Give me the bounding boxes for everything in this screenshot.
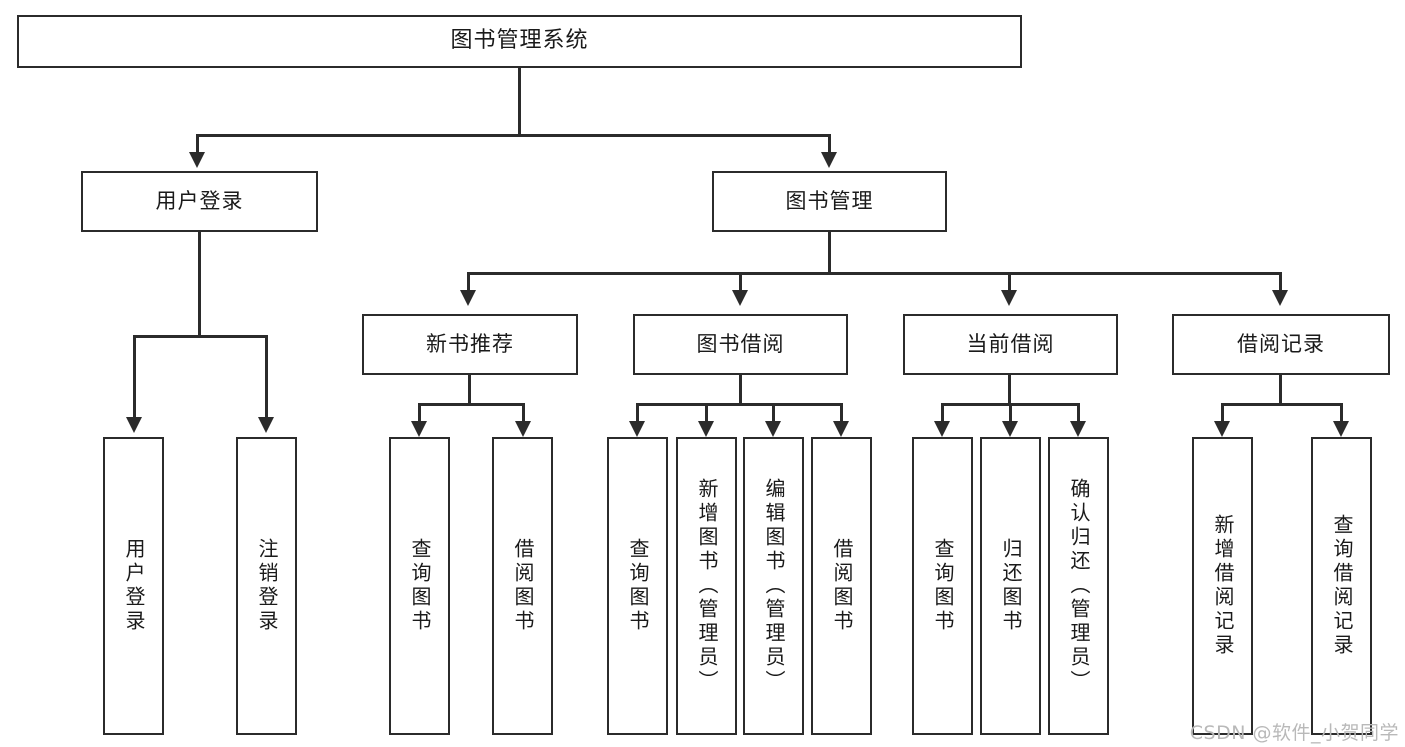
leaf-new-book-recommend-query-book[interactable]: 查询图书 [389,437,450,735]
connector-root-bar [196,134,831,137]
node-new-book-recommend[interactable]: 新书推荐 [362,314,578,375]
connector-bb-child-1 [636,403,639,423]
leaf-book-borrow-add-book-admin[interactable]: 新增图书（管理员） [676,437,737,735]
arrowhead-borrow-record [1272,290,1288,306]
arrowhead-user-login-child-1 [126,417,142,433]
arrowhead-cb-child-3 [1070,421,1086,437]
leaf-current-borrow-query-book[interactable]: 查询图书 [912,437,973,735]
connector-user-login-child-1 [133,335,136,419]
leaf-label: 归还图书 [999,538,1023,634]
arrowhead-new-book-recommend [460,290,476,306]
leaf-label: 确认归还（管理员） [1067,478,1091,694]
connector-borrow-record-stem [1279,375,1282,405]
leaf-new-book-recommend-borrow-book[interactable]: 借阅图书 [492,437,553,735]
connector-to-book-management [828,134,831,154]
leaf-label: 借阅图书 [830,538,854,634]
connector-borrow-record-bar [1221,403,1343,406]
connector-new-book-recommend-bar [418,403,525,406]
connector-nbr-child-1 [418,403,421,423]
leaf-borrow-record-add-record[interactable]: 新增借阅记录 [1192,437,1253,735]
leaf-label: 查询借阅记录 [1330,514,1354,658]
connector-book-borrow-stem [739,375,742,405]
arrowhead-current-borrow [1001,290,1017,306]
leaf-user-login-logout[interactable]: 注销登录 [236,437,297,735]
arrowhead-book-management [821,152,837,168]
leaf-user-login-login[interactable]: 用户登录 [103,437,164,735]
connector-to-user-login [196,134,199,154]
connector-to-book-borrow [739,272,742,292]
arrowhead-cb-child-2 [1002,421,1018,437]
leaf-label: 新增图书（管理员） [695,478,719,694]
connector-to-new-book-recommend [467,272,470,292]
node-borrow-record[interactable]: 借阅记录 [1172,314,1390,375]
leaf-label: 查询图书 [626,538,650,634]
arrowhead-br-child-1 [1214,421,1230,437]
connector-current-borrow-stem [1008,375,1011,405]
connector-cb-child-1 [941,403,944,423]
arrowhead-user-login [189,152,205,168]
connector-nbr-child-2 [522,403,525,423]
arrowhead-bb-child-3 [765,421,781,437]
connector-to-current-borrow [1008,272,1011,292]
leaf-label: 注销登录 [255,538,279,634]
connector-bb-child-2 [705,403,708,423]
leaf-label: 新增借阅记录 [1211,514,1235,658]
leaf-book-borrow-borrow-book[interactable]: 借阅图书 [811,437,872,735]
leaf-label: 借阅图书 [511,538,535,634]
connector-book-management-stem [828,232,831,274]
arrowhead-book-borrow [732,290,748,306]
arrowhead-user-login-child-2 [258,417,274,433]
connector-user-login-stem [198,232,201,335]
connector-user-login-bar [133,335,268,338]
connector-to-borrow-record [1279,272,1282,292]
arrowhead-nbr-child-2 [515,421,531,437]
connector-bb-child-3 [772,403,775,423]
arrowhead-bb-child-2 [698,421,714,437]
node-current-borrow[interactable]: 当前借阅 [903,314,1118,375]
arrowhead-nbr-child-1 [411,421,427,437]
node-label: 当前借阅 [966,331,1055,356]
arrowhead-bb-child-1 [629,421,645,437]
node-label: 图书管理系统 [450,28,589,54]
node-root-book-management-system[interactable]: 图书管理系统 [17,15,1022,68]
leaf-label: 用户登录 [122,538,146,634]
connector-br-child-1 [1221,403,1224,423]
connector-new-book-recommend-stem [468,375,471,405]
connector-br-child-2 [1340,403,1343,423]
node-book-management[interactable]: 图书管理 [712,171,947,232]
connector-user-login-child-2 [265,335,268,419]
arrowhead-br-child-2 [1333,421,1349,437]
leaf-book-borrow-query-book[interactable]: 查询图书 [607,437,668,735]
arrowhead-bb-child-4 [833,421,849,437]
leaf-label: 查询图书 [408,538,432,634]
connector-bb-child-4 [840,403,843,423]
node-book-borrow[interactable]: 图书借阅 [633,314,848,375]
node-label: 用户登录 [155,188,244,213]
leaf-label: 编辑图书（管理员） [762,478,786,694]
connector-cb-child-2 [1009,403,1012,423]
leaf-book-borrow-edit-book-admin[interactable]: 编辑图书（管理员） [743,437,804,735]
node-label: 图书借阅 [696,331,785,356]
leaf-borrow-record-query-record[interactable]: 查询借阅记录 [1311,437,1372,735]
leaf-label: 查询图书 [931,538,955,634]
node-label: 新书推荐 [426,331,514,356]
connector-cb-child-3 [1077,403,1080,423]
connector-book-borrow-bar [636,403,843,406]
connector-book-management-bar [467,272,1282,275]
leaf-current-borrow-confirm-return-admin[interactable]: 确认归还（管理员） [1048,437,1109,735]
node-user-login[interactable]: 用户登录 [81,171,318,232]
leaf-current-borrow-return-book[interactable]: 归还图书 [980,437,1041,735]
arrowhead-cb-child-1 [934,421,950,437]
connector-root-stem [518,68,521,134]
node-label: 借阅记录 [1237,331,1325,356]
node-label: 图书管理 [785,188,874,213]
